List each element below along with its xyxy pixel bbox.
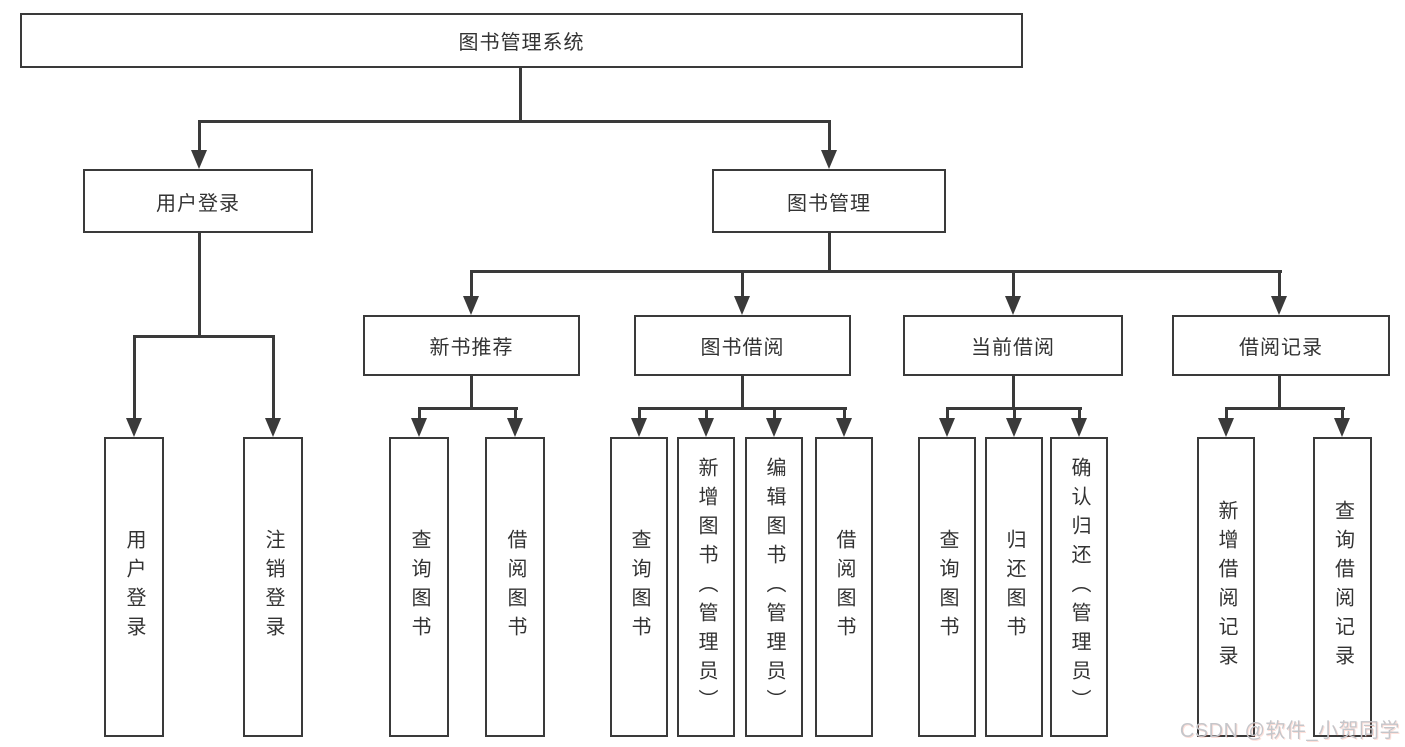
leaf-confirm-return-admin: 确认归还（管理员） [1050, 437, 1108, 737]
node-current-borrowing: 当前借阅 [903, 315, 1123, 376]
connector-drop-leaf-logout [272, 335, 275, 420]
arrow-down-icon [1006, 418, 1022, 437]
leaf-query-books-borrowing-label: 查询图书 [628, 529, 650, 645]
leaf-add-borrow-record-label: 新增借阅记录 [1215, 500, 1237, 674]
connector-drop-user-login [198, 120, 201, 153]
leaf-query-borrow-record: 查询借阅记录 [1313, 437, 1372, 737]
arrow-down-icon [411, 418, 427, 437]
arrow-down-icon [1334, 418, 1350, 437]
connector-root-split [198, 120, 831, 123]
connector-root-stem [519, 68, 522, 120]
connector-drop [946, 407, 949, 421]
connector-current-borrowing-stem [1012, 376, 1015, 409]
arrow-down-icon [126, 418, 142, 437]
arrow-down-icon [265, 418, 281, 437]
leaf-query-books-recommend: 查询图书 [389, 437, 449, 737]
node-current-borrowing-label: 当前借阅 [971, 337, 1055, 359]
connector-drop-book-borrowing [741, 270, 744, 299]
connector-user-login-split [133, 335, 275, 338]
connector-drop [638, 407, 641, 421]
leaf-query-books-borrowing: 查询图书 [610, 437, 668, 737]
leaf-add-book-admin: 新增图书（管理员） [677, 437, 735, 737]
leaf-borrow-books-borrowing-label: 借阅图书 [833, 529, 855, 645]
node-book-borrowing: 图书借阅 [634, 315, 851, 376]
node-user-login-label: 用户登录 [156, 192, 240, 215]
connector-drop-borrowing-records [1278, 270, 1281, 299]
leaf-query-books-recommend-label: 查询图书 [408, 529, 430, 645]
connector-drop [514, 407, 517, 421]
connector-book-borrowing-stem [741, 376, 744, 409]
arrow-down-icon [1218, 418, 1234, 437]
leaf-query-borrow-record-label: 查询借阅记录 [1331, 500, 1354, 674]
node-new-book-recommend-label: 新书推荐 [429, 337, 514, 359]
leaf-query-books-current: 查询图书 [918, 437, 976, 737]
connector-new-book-recommend-stem [470, 376, 473, 409]
watermark: CSDN @软件_小贺同学 [1179, 720, 1400, 742]
leaf-borrow-books-recommend-label: 借阅图书 [504, 529, 526, 645]
arrow-down-icon [507, 418, 523, 437]
leaf-logout-label: 注销登录 [262, 529, 284, 645]
connector-drop-leaf-user-login [133, 335, 136, 420]
arrow-down-icon [766, 418, 782, 437]
connector-borrowing-records-stem [1278, 376, 1281, 409]
leaf-return-books-label: 归还图书 [1003, 529, 1025, 645]
node-book-management: 图书管理 [712, 169, 946, 233]
leaf-return-books: 归还图书 [985, 437, 1043, 737]
leaf-user-login-label: 用户登录 [123, 529, 145, 645]
leaf-user-login: 用户登录 [104, 437, 164, 737]
arrow-down-icon [734, 296, 750, 315]
leaf-edit-book-admin: 编辑图书（管理员） [745, 437, 803, 737]
connector-drop-current-borrowing [1012, 270, 1015, 299]
arrow-down-icon [836, 418, 852, 437]
node-borrowing-records-label: 借阅记录 [1239, 337, 1323, 359]
connector-book-management-stem [828, 233, 831, 272]
leaf-logout: 注销登录 [243, 437, 303, 737]
arrow-down-icon [1005, 296, 1021, 315]
leaf-borrow-books-borrowing: 借阅图书 [815, 437, 873, 737]
connector-drop [1078, 407, 1081, 421]
arrow-down-icon [191, 150, 207, 169]
arrow-down-icon [463, 296, 479, 315]
arrow-down-icon [698, 418, 714, 437]
node-book-borrowing-label: 图书借阅 [700, 337, 785, 359]
node-library-management-system-label: 图书管理系统 [458, 32, 585, 54]
connector-user-login-stem [198, 233, 201, 337]
connector-drop [843, 407, 846, 421]
arrow-down-icon [821, 150, 837, 169]
node-user-login: 用户登录 [83, 169, 313, 233]
node-borrowing-records: 借阅记录 [1172, 315, 1390, 376]
arrow-down-icon [1071, 418, 1087, 437]
arrow-down-icon [939, 418, 955, 437]
connector-drop [773, 407, 776, 421]
connector-drop [1013, 407, 1016, 421]
node-new-book-recommend: 新书推荐 [363, 315, 580, 376]
leaf-add-borrow-record: 新增借阅记录 [1197, 437, 1255, 737]
arrow-down-icon [1271, 296, 1287, 315]
leaf-edit-book-admin-label: 编辑图书（管理员） [763, 456, 785, 718]
connector-book-borrowing-split [638, 407, 847, 410]
leaf-add-book-admin-label: 新增图书（管理员） [695, 456, 717, 718]
connector-borrowing-records-split [1225, 407, 1345, 410]
arrow-down-icon [631, 418, 647, 437]
connector-drop [418, 407, 421, 421]
node-book-management-label: 图书管理 [787, 192, 871, 215]
connector-drop-new-book-recommend [470, 270, 473, 299]
connector-book-management-split [470, 270, 1282, 273]
leaf-query-books-current-label: 查询图书 [936, 529, 958, 645]
connector-drop-book-management [828, 120, 831, 153]
leaf-borrow-books-recommend: 借阅图书 [485, 437, 545, 737]
connector-drop [1341, 407, 1344, 421]
connector-new-book-recommend-split [418, 407, 518, 410]
leaf-confirm-return-admin-label: 确认归还（管理员） [1068, 456, 1090, 718]
node-library-management-system: 图书管理系统 [20, 13, 1023, 68]
connector-drop [1225, 407, 1228, 421]
connector-drop [705, 407, 708, 421]
